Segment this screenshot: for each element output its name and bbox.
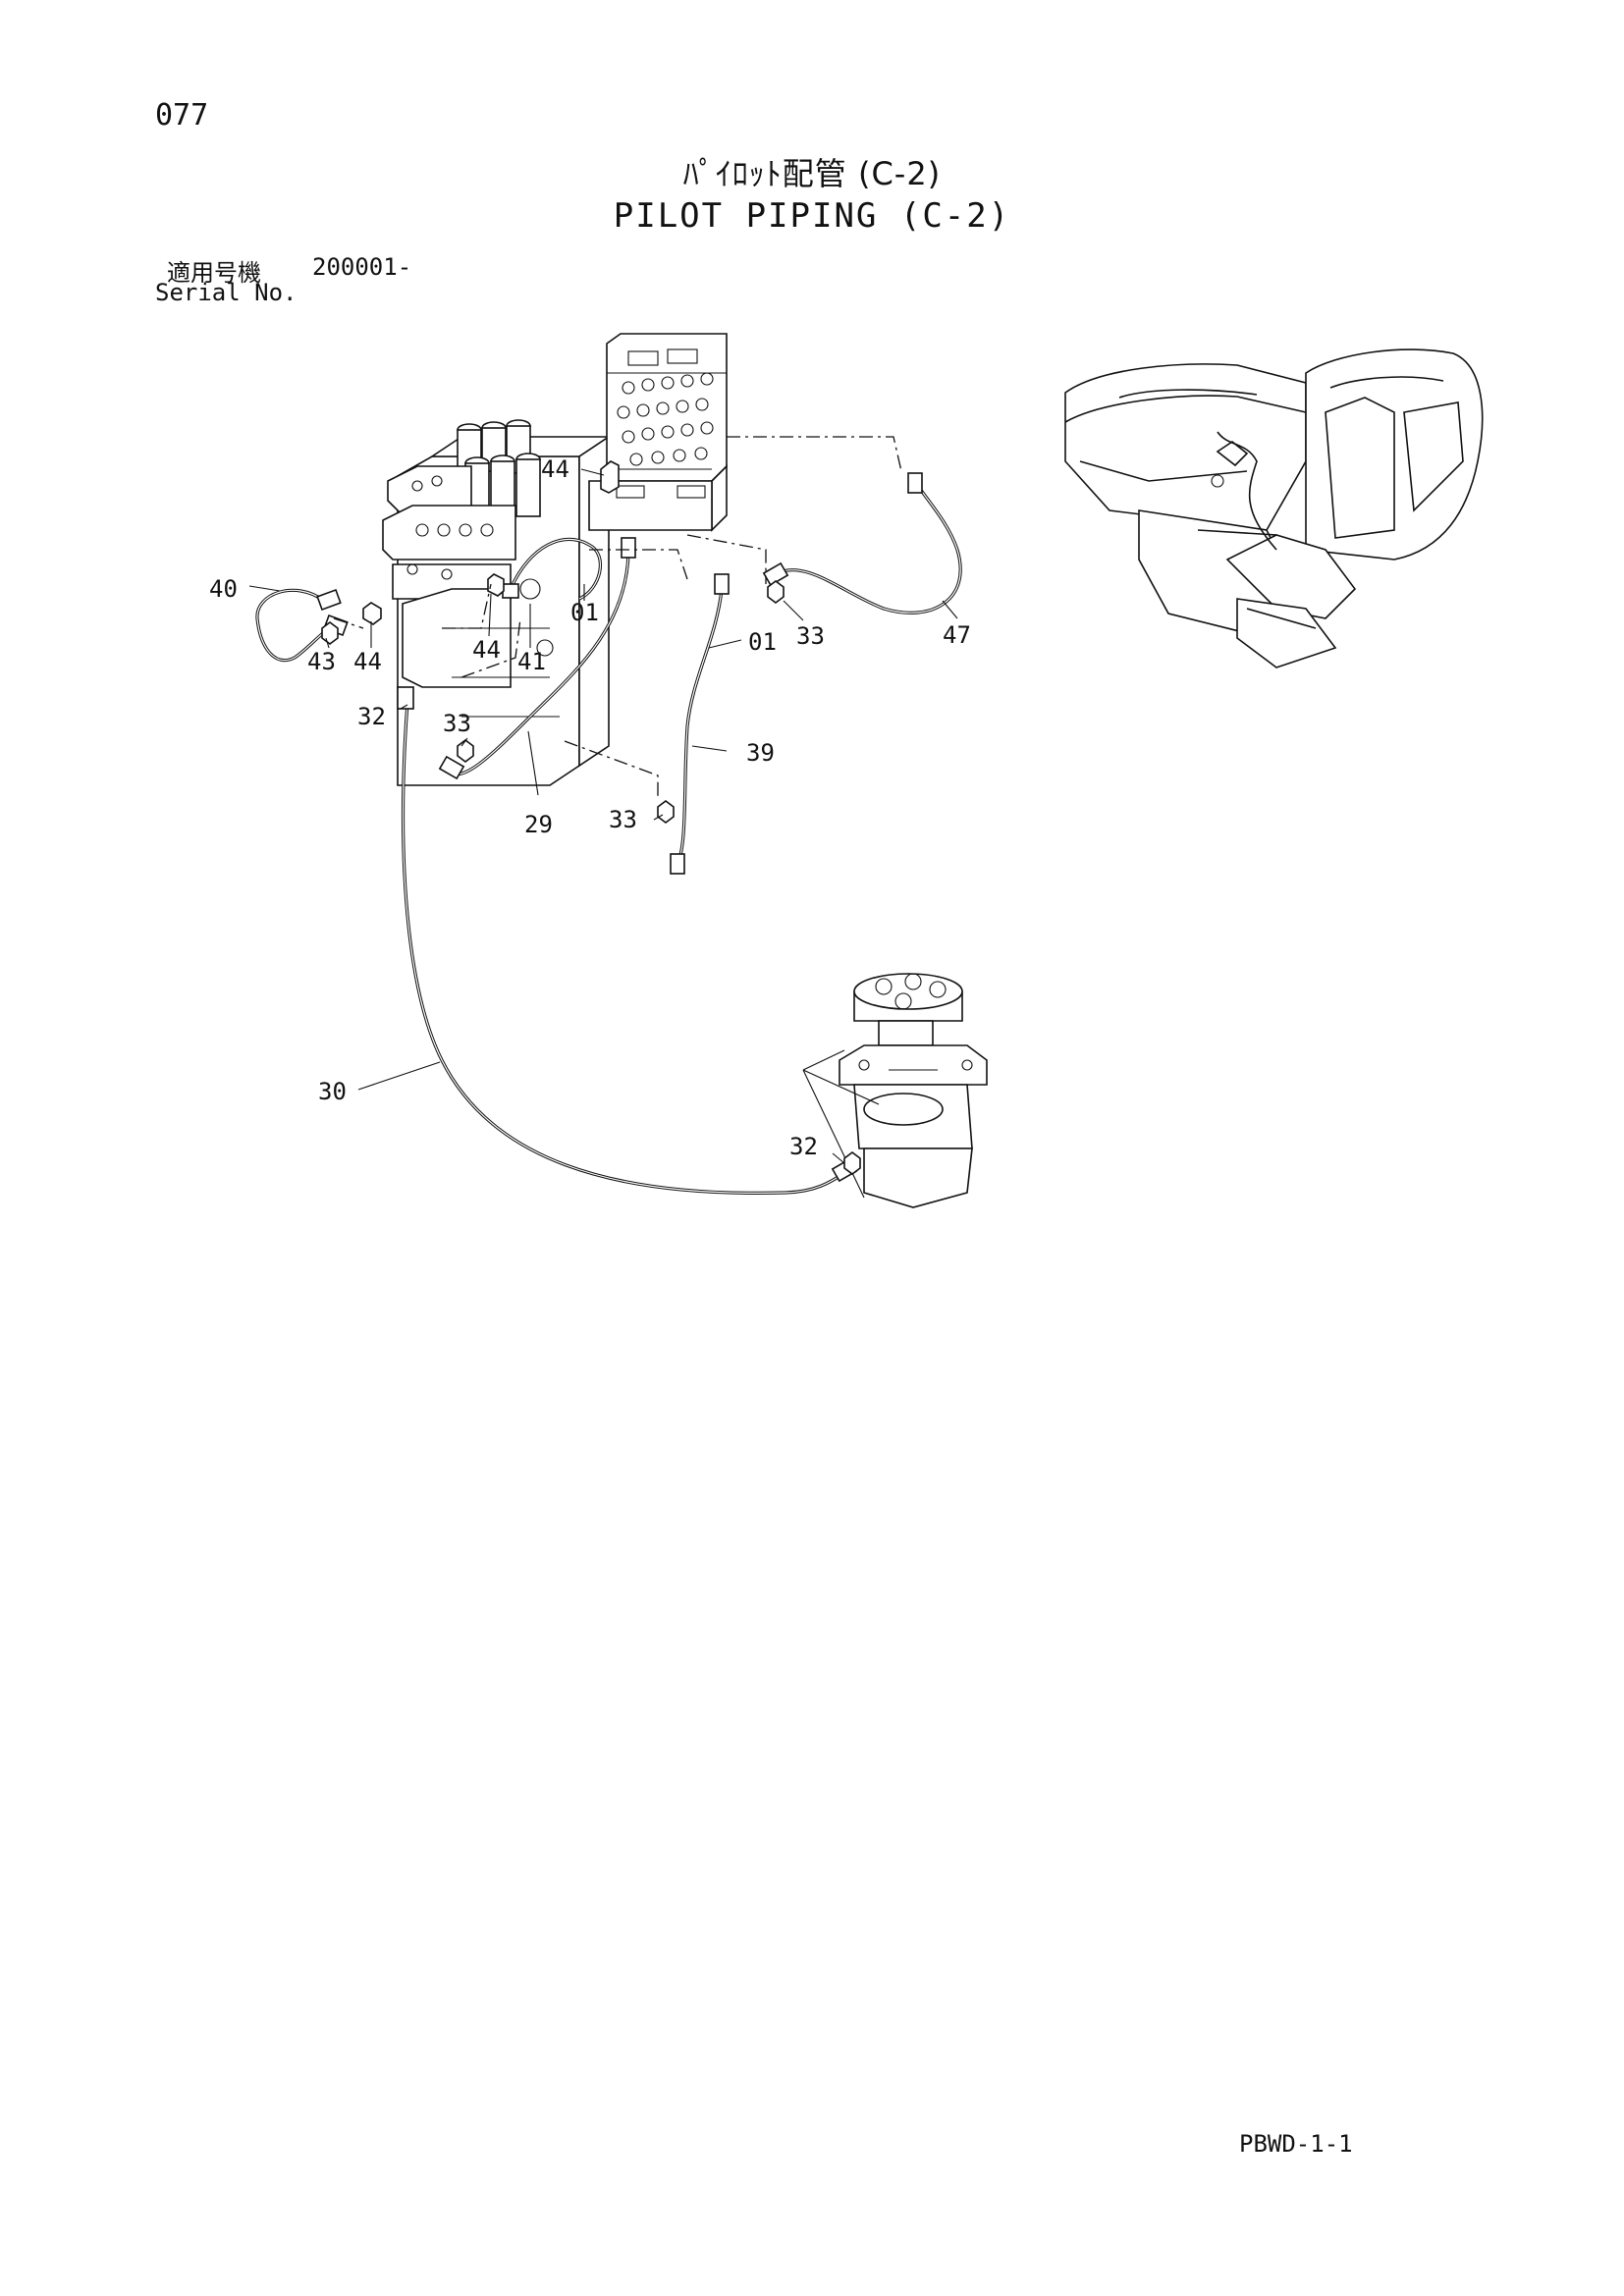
callout-44-top: 44: [541, 455, 569, 483]
pilot-valve-block: [588, 333, 728, 532]
callout-29: 29: [524, 811, 553, 838]
callout-leaders: [248, 468, 958, 1164]
hose-fittings: [255, 472, 962, 1196]
callout-01-left: 01: [570, 599, 599, 626]
callout-30: 30: [318, 1078, 347, 1105]
page-title-english: PILOT PIPING (C-2): [613, 196, 1011, 236]
callout-44-left: 44: [353, 648, 382, 675]
callout-01-right: 01: [748, 628, 777, 656]
page-number: 077: [155, 98, 209, 133]
callout-33-bottom: 33: [609, 806, 637, 833]
callout-labels: 44 40 43 44 44 41 01 01 33 47 32 33 39 2…: [209, 455, 971, 1160]
serial-label-japanese: 適用号機: [167, 259, 261, 287]
callout-33-mid: 33: [443, 710, 471, 737]
document-code: PBWD-1-1: [1239, 2130, 1353, 2158]
swing-motor: [802, 973, 988, 1208]
connection-lines: [333, 436, 902, 800]
serial-range: 200001-: [312, 253, 412, 281]
page-title-japanese: ﾊﾟｲﾛｯﾄ配管 (C-2): [682, 155, 942, 192]
callout-32-top: 32: [357, 703, 386, 730]
callout-43: 43: [307, 648, 336, 675]
callout-44-center: 44: [472, 636, 501, 664]
excavator-locator-icon: [1064, 348, 1484, 668]
serial-label-english: Serial No.: [155, 279, 298, 306]
callout-33-right: 33: [796, 622, 825, 650]
callout-47: 47: [943, 621, 971, 649]
callout-40: 40: [209, 575, 238, 603]
callout-41: 41: [517, 648, 546, 675]
callout-32-bottom: 32: [789, 1133, 818, 1160]
callout-39: 39: [746, 739, 775, 767]
